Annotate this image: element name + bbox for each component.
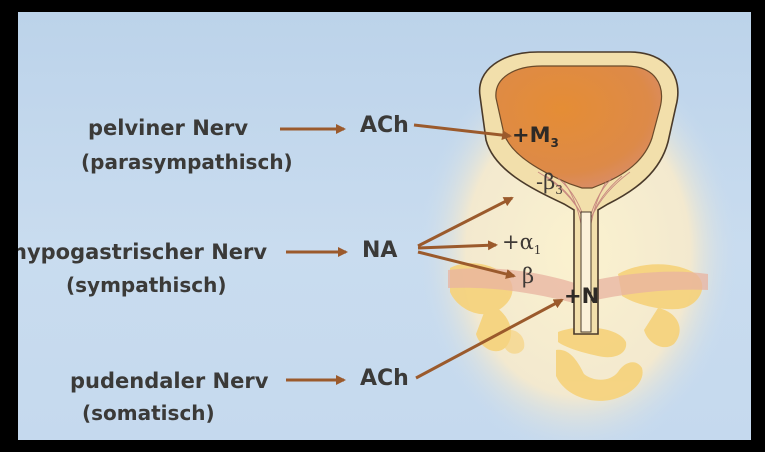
hypogastric-nerve-type: (sympathisch)	[66, 275, 227, 295]
receptor-m3-label: +M	[512, 123, 551, 147]
pudendal-nerve-type: (somatisch)	[82, 403, 215, 423]
receptor-m3: +M3	[512, 125, 559, 149]
urethra	[581, 212, 591, 332]
receptor-beta3-label: -β	[536, 170, 555, 194]
receptor-beta3: -β3	[536, 172, 563, 196]
receptor-alpha1-label: +α	[502, 230, 534, 254]
transmitter-na: NA	[362, 240, 397, 262]
receptor-m3-subscript: 3	[551, 136, 559, 150]
diagram-panel: pelviner Nerv (parasympathisch) hypogast…	[18, 12, 751, 440]
transmitter-ach-pelvic: ACh	[360, 115, 409, 137]
hypogastric-nerve-label: hypogastrischer Nerv	[18, 242, 267, 263]
receptor-alpha1-subscript: 1	[534, 243, 542, 257]
receptor-n: +N	[564, 286, 599, 307]
pudendal-nerve-label: pudendaler Nerv	[70, 371, 268, 392]
transmitter-ach-pudendal: ACh	[360, 368, 409, 390]
receptor-beta3-subscript: 3	[555, 183, 563, 197]
receptor-alpha1: +α1	[502, 232, 541, 256]
pelvic-nerve-type: (parasympathisch)	[81, 152, 293, 172]
receptor-beta: β	[522, 266, 534, 287]
pelvic-nerve-label: pelviner Nerv	[88, 118, 248, 139]
